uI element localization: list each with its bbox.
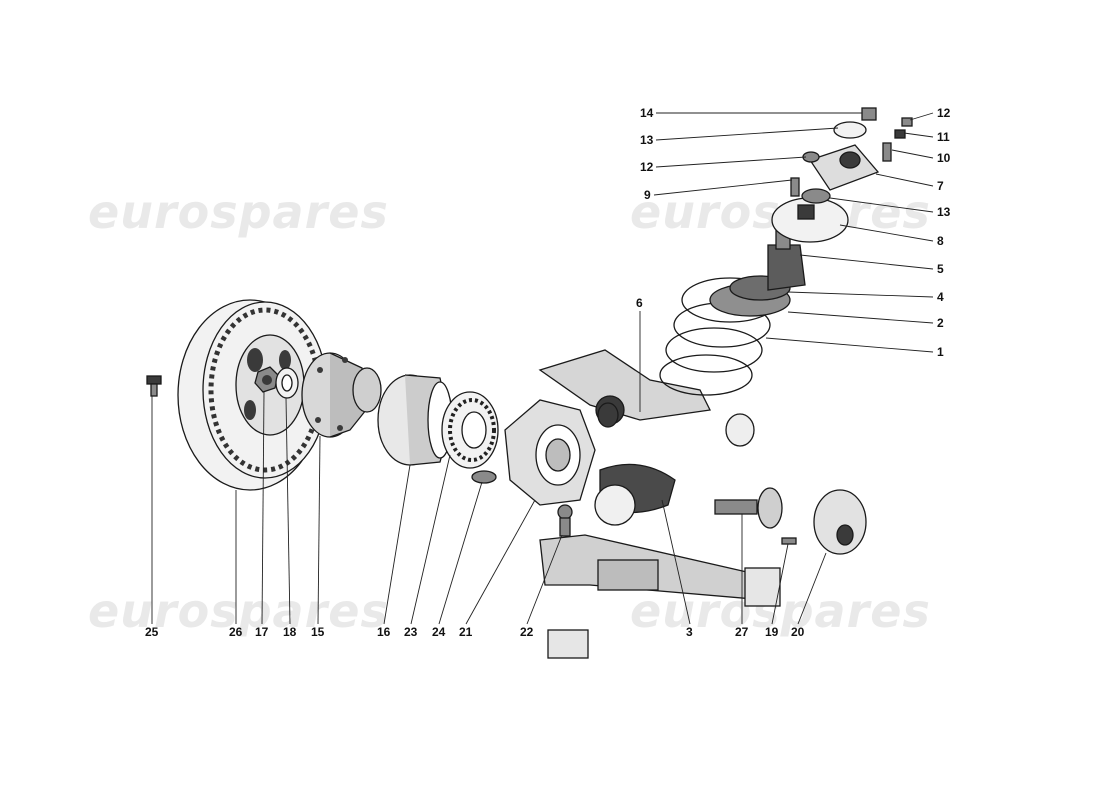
part-26-brake-disc [177, 299, 328, 491]
part-1-coil-spring [659, 277, 779, 396]
part-3-rubber-boot [594, 463, 676, 526]
callout-13-upper: 13 [640, 133, 654, 147]
callout-11: 11 [937, 130, 950, 144]
callout-12-right: 12 [937, 106, 951, 120]
part-13-washer-upper [833, 121, 867, 139]
callout-13-lower: 13 [937, 205, 951, 219]
part-27-pin [714, 499, 758, 515]
part-13-washer-lower [801, 188, 831, 204]
part-16-dust-shield [377, 374, 453, 466]
callout-27: 27 [735, 625, 749, 639]
leader-lines [151, 112, 934, 625]
part-9-stud [790, 177, 800, 197]
callout-2: 2 [937, 316, 944, 330]
callout-labels: 14 13 12 9 12 11 10 7 13 8 5 4 2 1 6 25 … [145, 106, 951, 639]
callout-22: 22 [520, 625, 534, 639]
callout-6: 6 [636, 296, 643, 310]
part-25-stud [146, 375, 162, 397]
callout-9: 9 [644, 188, 651, 202]
callout-1: 1 [937, 345, 944, 359]
callout-18: 18 [283, 625, 297, 639]
callout-10: 10 [937, 151, 951, 165]
callout-24: 24 [432, 625, 446, 639]
callout-5: 5 [937, 262, 944, 276]
callout-4: 4 [937, 290, 944, 304]
callout-21: 21 [459, 625, 473, 639]
part-14-nut-top [861, 107, 877, 121]
watermark-bottom-left: eurospares [88, 584, 389, 638]
part-15-wheel-hub [301, 352, 382, 438]
callout-3: 3 [686, 625, 693, 639]
callout-7: 7 [937, 179, 944, 193]
callout-12-left: 12 [640, 160, 654, 174]
callout-19: 19 [765, 625, 779, 639]
part-19-bushing [757, 487, 797, 545]
callout-26: 26 [229, 625, 243, 639]
part-8-top-mount [771, 197, 849, 243]
part-6-bushing [597, 402, 619, 428]
part-21-upright [504, 399, 596, 506]
part-17-nut [254, 366, 279, 393]
part-10-11-12-stud-set [882, 117, 913, 162]
callout-8: 8 [937, 234, 944, 248]
watermark-top-left: eurospares [88, 185, 389, 239]
callout-17: 17 [255, 625, 269, 639]
part-22-ball-joint [557, 504, 573, 537]
part-20-dust-cap [813, 489, 867, 555]
lower-wishbone [539, 534, 781, 659]
callout-23: 23 [404, 625, 418, 639]
callout-14: 14 [640, 106, 654, 120]
part-18-washer [275, 367, 299, 399]
part-24-washer [471, 470, 497, 484]
callout-16: 16 [377, 625, 391, 639]
part-7-mount-bracket [808, 144, 880, 191]
part-23-bearing [441, 391, 499, 469]
callout-15: 15 [311, 625, 325, 639]
callout-20: 20 [791, 625, 805, 639]
callout-25: 25 [145, 625, 159, 639]
